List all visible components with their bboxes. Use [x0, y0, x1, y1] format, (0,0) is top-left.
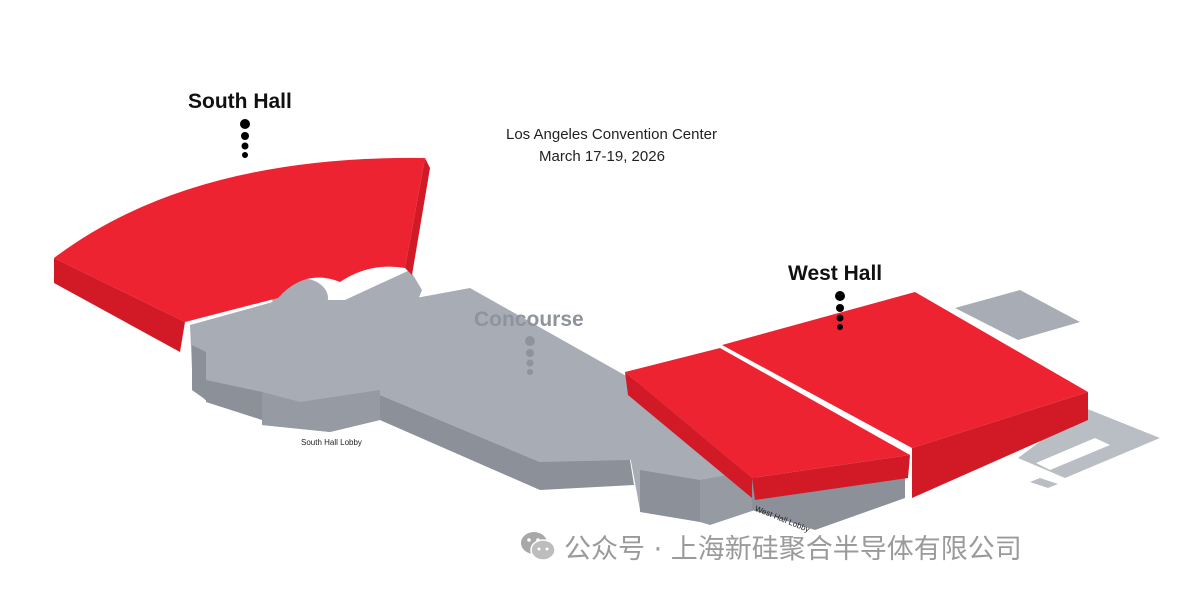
concourse-marker: [525, 336, 535, 375]
watermark-text: 公众号 · 上海新硅聚合半导体有限公司: [564, 533, 1022, 565]
wechat-icon: [521, 532, 556, 561]
watermark: 公众号 · 上海新硅聚合半导体有限公司: [520, 528, 1022, 565]
event-dates: March 17-19, 2026: [539, 148, 665, 165]
south-hall-label: South Hall: [188, 90, 292, 113]
south-hall-lobby-label: South Hall Lobby: [301, 438, 362, 447]
venue-name: Los Angeles Convention Center: [506, 126, 717, 143]
west-hall-building: [625, 292, 1088, 500]
west-hall-label: West Hall: [788, 262, 883, 285]
concourse-label: Concourse: [474, 308, 584, 331]
south-hall-building: [54, 157, 430, 352]
south-hall-lobby-building: [190, 270, 422, 432]
south-hall-marker: [240, 119, 250, 158]
west-hall-marker: [835, 291, 845, 330]
concourse-building: [380, 288, 708, 490]
west-annex: [955, 290, 1160, 488]
